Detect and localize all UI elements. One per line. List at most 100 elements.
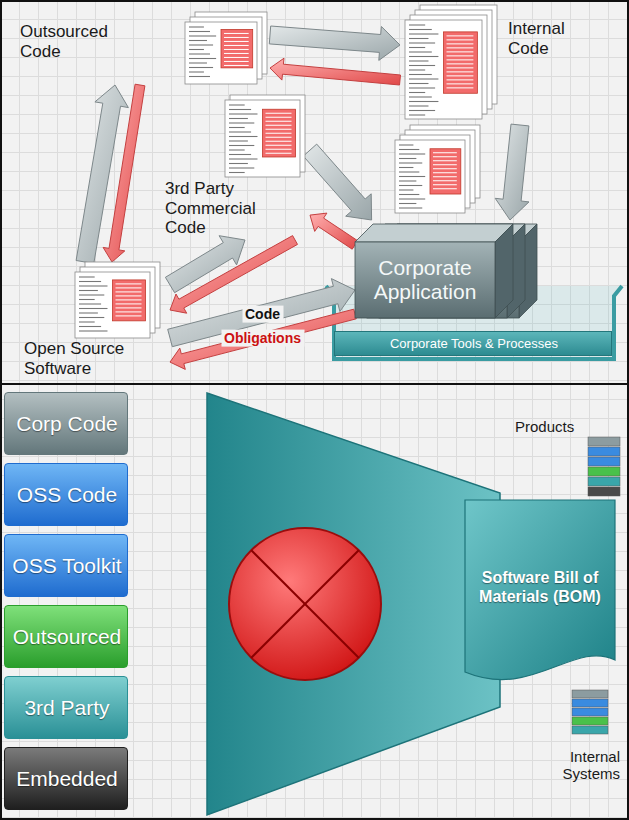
- note-scribble: [266, 149, 292, 150]
- note-scribble: [266, 121, 292, 122]
- note-scribble: [224, 53, 249, 54]
- obligation-arrow: [310, 213, 358, 249]
- node-label: OSS Toolkit: [5, 535, 129, 598]
- text-scribble: [79, 276, 95, 277]
- text-scribble: [409, 60, 428, 61]
- text-scribble: [399, 207, 422, 208]
- note-scribble: [447, 71, 474, 72]
- stack-layer: [572, 699, 608, 707]
- system-stack: [572, 690, 608, 734]
- bom-document: Software Bill of Materials (BOM): [465, 500, 615, 685]
- text-scribble: [409, 65, 435, 66]
- product-stack: [588, 437, 620, 496]
- stack-layer: [588, 437, 620, 446]
- text-scribble: [189, 53, 210, 54]
- text-scribble: [399, 171, 419, 172]
- text-scribble: [229, 140, 248, 141]
- code-source-box: Embedded: [4, 747, 128, 810]
- document-page: [395, 140, 465, 213]
- text-scribble: [229, 113, 258, 114]
- text-scribble: [229, 149, 245, 150]
- note-scribble: [447, 83, 474, 84]
- code-flow-arrow: [269, 26, 400, 60]
- obligation-arrow: [270, 58, 401, 85]
- node-label: 3rd Party: [5, 677, 129, 740]
- text-scribble: [79, 299, 95, 300]
- note-scribble: [266, 145, 292, 146]
- output-label: Products: [515, 418, 585, 435]
- text-scribble: [409, 92, 425, 93]
- note-scribble: [433, 160, 457, 161]
- note-scribble: [224, 45, 249, 46]
- block-top: [355, 224, 513, 242]
- document-shape: [465, 500, 615, 680]
- note-scribble: [116, 283, 142, 284]
- document-page: [185, 22, 257, 84]
- text-scribble: [189, 67, 213, 68]
- text-scribble: [399, 167, 413, 168]
- text-scribble: [79, 290, 98, 291]
- text-scribble: [409, 47, 425, 48]
- note-scribble: [266, 153, 292, 154]
- text-scribble: [399, 176, 425, 177]
- note-scribble: [433, 172, 457, 173]
- text-scribble: [189, 71, 204, 72]
- text-scribble: [409, 42, 435, 43]
- x-mark: [251, 550, 358, 657]
- stack-layer: [572, 726, 608, 734]
- text-scribble: [79, 308, 108, 309]
- text-scribble: [399, 149, 419, 150]
- stack-layer: [588, 477, 620, 486]
- node-label: Outsourced Code: [20, 22, 135, 61]
- note-scribble: [116, 287, 142, 288]
- text-scribble: [409, 78, 438, 79]
- document-stack-art: [225, 95, 305, 177]
- stack-layer: [588, 487, 620, 496]
- code-flow-arrow: [495, 124, 529, 220]
- note-scribble: [266, 137, 292, 138]
- node-label: Internal Code: [508, 19, 608, 58]
- code-source-box: Outsourced: [4, 605, 128, 668]
- note-scribble: [266, 117, 292, 118]
- obligation-note: [430, 149, 461, 194]
- text-scribble: [79, 317, 104, 318]
- code-source-box: 3rd Party: [4, 676, 128, 739]
- node-label: 3rd Party Commercial Code: [165, 179, 270, 238]
- text-scribble: [79, 281, 101, 282]
- text-scribble: [229, 118, 248, 119]
- obligation-note: [221, 29, 253, 67]
- text-scribble: [229, 154, 251, 155]
- text-scribble: [399, 153, 425, 154]
- note-scribble: [116, 303, 142, 304]
- stack-layer: [572, 717, 608, 725]
- text-scribble: [79, 321, 95, 322]
- note-scribble: [224, 41, 249, 42]
- note-scribble: [447, 55, 474, 56]
- note-scribble: [224, 33, 249, 34]
- note-scribble: [433, 184, 457, 185]
- text-scribble: [229, 167, 254, 168]
- note-scribble: [224, 57, 249, 58]
- text-scribble: [409, 33, 438, 34]
- text-scribble: [409, 29, 432, 30]
- obligation-note: [113, 280, 146, 321]
- text-scribble: [409, 110, 435, 111]
- text-scribble: [189, 31, 210, 32]
- code-flow-arrow: [303, 144, 371, 220]
- text-scribble: [229, 109, 251, 110]
- code-source-box: OSS Toolkit: [4, 534, 128, 597]
- text-scribble: [229, 104, 245, 105]
- note-scribble: [433, 164, 457, 165]
- note-scribble: [433, 152, 457, 153]
- note-scribble: [447, 75, 474, 76]
- text-scribble: [189, 40, 207, 41]
- text-scribble: [399, 162, 422, 163]
- text-scribble: [229, 145, 254, 146]
- application-code-art: [395, 125, 480, 213]
- stack-layer: [588, 457, 620, 466]
- block-side: [495, 224, 513, 318]
- note-scribble: [447, 51, 474, 52]
- document-stack-art: [75, 262, 160, 338]
- text-scribble: [409, 24, 425, 25]
- node-label: Software Bill of Materials (BOM): [471, 530, 609, 645]
